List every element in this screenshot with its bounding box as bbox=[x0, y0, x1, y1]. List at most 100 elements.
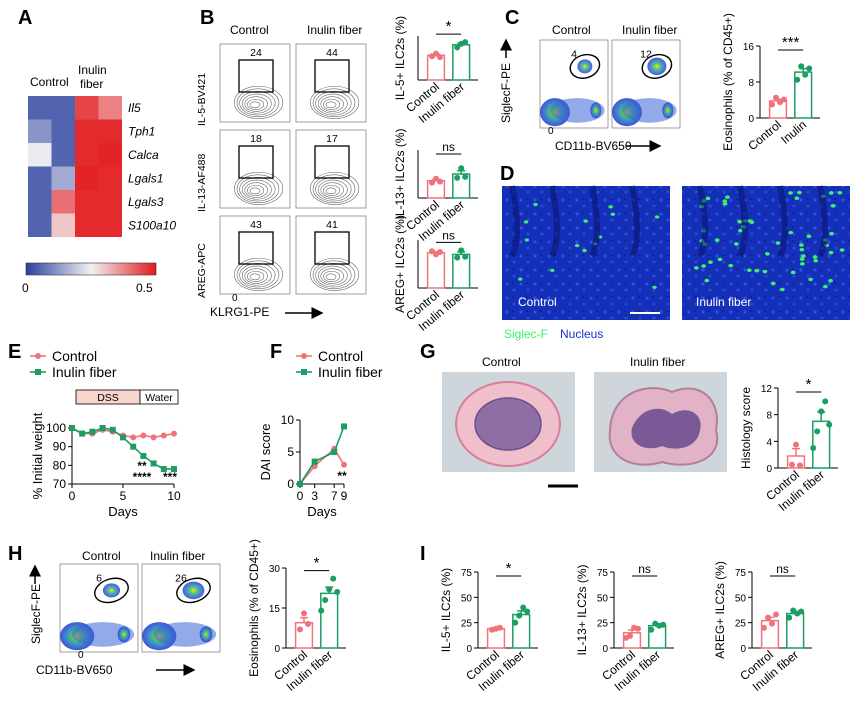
data-point bbox=[660, 621, 667, 628]
y-tick-label: 75 bbox=[735, 568, 747, 579]
data-point bbox=[826, 421, 833, 428]
siglec-f-cell bbox=[608, 205, 613, 209]
y-tick-label: 50 bbox=[461, 593, 473, 604]
data-point bbox=[429, 179, 435, 186]
series-point bbox=[89, 428, 96, 435]
y-axis-label: AREG+ ILC2s (%) bbox=[713, 561, 727, 659]
siglec-f-cell bbox=[550, 268, 555, 272]
heatmap-cell bbox=[98, 96, 122, 120]
y-tick-label: 30 bbox=[269, 564, 281, 575]
series-point bbox=[160, 432, 167, 439]
flow-contour bbox=[244, 96, 268, 112]
siglec-f-cell bbox=[775, 241, 781, 245]
flow-gate bbox=[314, 145, 350, 179]
siglec-f-cell bbox=[830, 204, 836, 208]
b-col-header-inulin: Inulin fiber bbox=[307, 23, 362, 37]
density-cloud-eos bbox=[647, 57, 667, 76]
legend-label: Inulin fiber bbox=[52, 364, 117, 380]
flow-y-label: IL-5-BV421 bbox=[196, 73, 208, 126]
data-point bbox=[786, 614, 793, 621]
heatmap-gene-label: Lgals1 bbox=[128, 172, 163, 186]
data-point bbox=[462, 173, 469, 180]
flow-gate bbox=[238, 59, 274, 93]
flow-gate-percent: 18 bbox=[250, 133, 262, 145]
y-tick-label: 80 bbox=[53, 458, 67, 472]
data-point bbox=[433, 50, 439, 57]
b-col-header-control: Control bbox=[230, 23, 269, 37]
siglec-f-cell bbox=[701, 264, 707, 268]
heatmap-cell bbox=[75, 213, 99, 237]
heatmap-cell bbox=[75, 96, 99, 120]
heatmap-cell bbox=[51, 143, 75, 167]
crypt bbox=[777, 185, 788, 258]
y-axis-label: Histology score bbox=[739, 387, 753, 469]
data-point bbox=[798, 63, 805, 70]
siglec-f-cell bbox=[722, 202, 728, 206]
data-point bbox=[520, 604, 527, 611]
microscopy-control: Control bbox=[502, 185, 670, 320]
flow-contour bbox=[244, 268, 268, 284]
flow-contour bbox=[323, 98, 341, 110]
data-point bbox=[814, 428, 821, 435]
density-cloud-eos bbox=[182, 581, 205, 600]
flow-contour bbox=[234, 171, 284, 205]
flow-contour bbox=[249, 101, 261, 109]
b-zero-label: 0 bbox=[232, 293, 238, 304]
heatmap-gene-label: Calca bbox=[128, 148, 159, 162]
siglec-f-cell bbox=[799, 262, 805, 266]
significance-label: *** bbox=[163, 470, 177, 484]
siglec-f-cell bbox=[828, 191, 834, 195]
flow-contour bbox=[317, 93, 348, 114]
siglec-f-cell bbox=[780, 287, 785, 292]
siglec-f-cell bbox=[652, 285, 657, 289]
panel-label-f: F bbox=[270, 341, 282, 363]
siglec-f-cell bbox=[705, 196, 711, 201]
flow-contour bbox=[312, 174, 356, 204]
data-point bbox=[429, 248, 435, 255]
y-tick-label: 12 bbox=[761, 384, 773, 395]
y-axis-label: AREG+ ILC2s (%) bbox=[393, 215, 407, 313]
data-point bbox=[781, 96, 787, 103]
flow-contour bbox=[247, 98, 265, 110]
siglec-f-cell bbox=[790, 270, 796, 275]
flow-gate-percent: 41 bbox=[326, 219, 338, 231]
heatmap-colorbar bbox=[25, 262, 157, 276]
y-tick-label: 25 bbox=[597, 619, 609, 630]
bar bbox=[812, 420, 831, 469]
flow-contour bbox=[325, 187, 337, 195]
flow-contour bbox=[249, 273, 261, 281]
siglec-f-cell bbox=[754, 268, 760, 273]
phase-label: Water bbox=[145, 392, 173, 404]
panel-label-i: I bbox=[420, 543, 426, 565]
legend-marker bbox=[301, 369, 307, 375]
significance-label: ns bbox=[638, 562, 651, 576]
flow-gate-percent: 17 bbox=[326, 133, 338, 145]
heatmap-cell bbox=[28, 143, 52, 167]
siglec-f-cell bbox=[533, 202, 538, 207]
data-point bbox=[462, 253, 469, 260]
data-point bbox=[769, 101, 775, 108]
heatmap-cell bbox=[75, 190, 99, 214]
data-point bbox=[802, 71, 809, 78]
panel-label-c: C bbox=[505, 7, 519, 29]
series-point bbox=[99, 425, 106, 431]
data-point bbox=[794, 76, 801, 83]
significance-label: * bbox=[506, 560, 512, 577]
crypt bbox=[549, 185, 560, 258]
data-point bbox=[516, 612, 523, 619]
flow-contour bbox=[241, 179, 272, 200]
data-point bbox=[454, 254, 461, 261]
histology-inulin-mucosa bbox=[631, 408, 701, 449]
y-tick-label: 0 bbox=[740, 644, 746, 655]
siglec-f-cell bbox=[725, 195, 730, 199]
flow-contour bbox=[317, 179, 348, 200]
data-point bbox=[765, 614, 771, 621]
flow-contour bbox=[312, 260, 356, 290]
data-point bbox=[806, 65, 813, 72]
y-tick-label: 5 bbox=[287, 445, 294, 459]
